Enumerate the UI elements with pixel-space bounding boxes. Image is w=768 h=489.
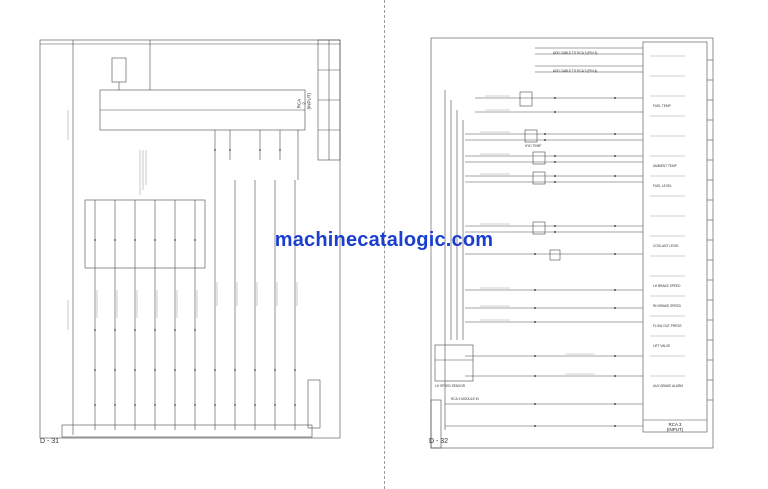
sensor-label-2: FUEL LEVEL (653, 184, 672, 188)
sensor-label-1: AMBIENT TEMP (653, 164, 677, 168)
sensor-label-0: FUEL TEMP (653, 104, 671, 108)
left-schematic-page: RCA 2 (INPUT) D - 31 (39, 39, 341, 445)
left-module-label: RCA 2 (INPUT) (296, 93, 312, 110)
right-schematic-page: RCA 3 (INPUT) RCA 3 MODULE IN ADD CABLE … (384, 0, 768, 489)
sensor-label-5: RH BRAKE SPEED (653, 304, 681, 308)
sensor-label-6: FLOW OUT PRESS (653, 324, 682, 328)
sensor-label-7: LIFT VALVE (653, 344, 671, 348)
cable-label-2: ADD CABLE TO RCA 3 (PIN 4) (553, 69, 598, 73)
sensor-label-4: LH BRAKE SPEED (653, 284, 681, 288)
sensor-label-8: AUX BRAKE ALARM (653, 384, 683, 388)
module-in-label: RCA 3 MODULE IN (451, 397, 479, 401)
speed-sensor-label: LH SPEED SENSOR (435, 384, 466, 388)
right-schematic-drawing (430, 37, 714, 449)
right-module-label: RCA 3 (INPUT) (666, 422, 684, 432)
right-page-number: D - 32 (429, 438, 449, 445)
left-schematic-drawing (39, 39, 341, 439)
sensor-label-3: COOLANT LEVEL (653, 244, 680, 248)
left-page-number: D - 31 (40, 438, 60, 445)
watermark-text: machinecatalogic.com (274, 229, 494, 251)
aux-label: HYD TEMP (525, 144, 542, 148)
cable-label-1: ADD CABLE TO RCA 3 (PIN 3) (553, 51, 598, 55)
